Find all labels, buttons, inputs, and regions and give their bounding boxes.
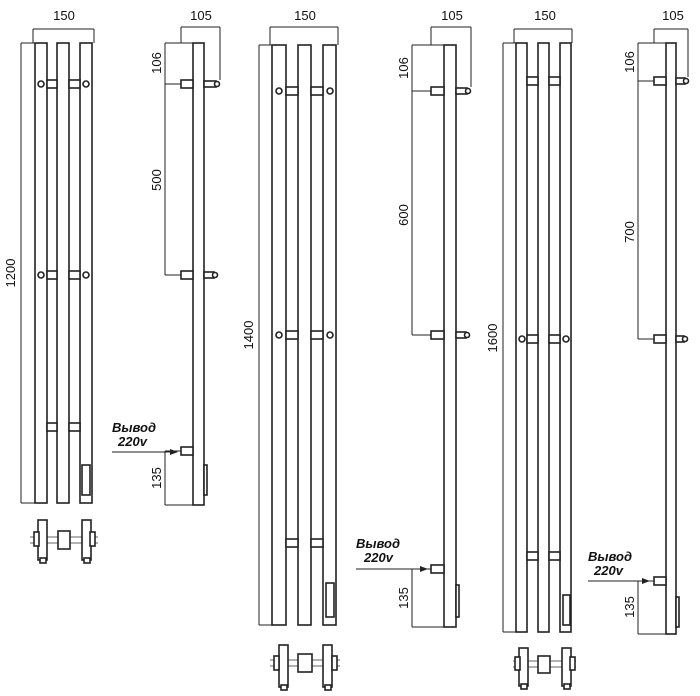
model-1400-side-view: 105 106 600 135 Вывод 220v — [356, 8, 472, 628]
model-1200-height-label: 1200 — [3, 259, 18, 288]
model-1600-bar-middle — [537, 42, 550, 633]
model-1400-outlet-arrow — [420, 566, 428, 572]
model-1200-spacing-label: 500 — [149, 169, 164, 191]
model-1400-spacing-label: 600 — [396, 204, 411, 226]
model-1600-height-label: 1600 — [485, 324, 500, 353]
model-1200-outlet-label-line2: 220v — [117, 434, 148, 449]
model-1400-mount-top-label: 106 — [396, 57, 411, 79]
model-1400-top-view — [270, 644, 340, 691]
model-1200-top-view — [30, 519, 98, 564]
model-1200-outlet-label-line1: Вывод — [112, 420, 156, 435]
model-1200-width-label: 150 — [53, 8, 75, 23]
model-1200-control-unit — [81, 464, 91, 496]
model-1600-width-label: 150 — [534, 8, 556, 23]
model-1400-bar-middle — [297, 44, 312, 626]
model-1600-spacing-label: 700 — [622, 221, 637, 243]
model-1600-side-bar — [665, 42, 677, 635]
model-1400-height-label: 1400 — [241, 321, 256, 350]
model-1400-outlet-label-line2: 220v — [363, 550, 394, 565]
model-1200-outlet-arrow — [170, 449, 178, 455]
model-1400-front-view: 150 1400 — [241, 8, 339, 626]
model-1400-depth-label: 105 — [441, 8, 463, 23]
model-1600-depth-label: 105 — [662, 8, 684, 23]
model-1400-bottom-offset-label: 135 — [396, 587, 411, 609]
model-1600-side-view: 105 106 700 135 Вывод 220v — [588, 8, 690, 635]
model-1600-top-view — [513, 647, 576, 690]
model-1600-bottom-offset-label: 135 — [622, 596, 637, 618]
model-1600-control-unit — [562, 594, 571, 626]
model-1600-outlet-arrow — [642, 578, 650, 584]
model-1400-side-bar — [443, 44, 457, 628]
model-1200-front-view: 150 1200 — [3, 8, 95, 504]
model-1200-bar-middle — [56, 42, 70, 504]
model-1200-mount-top-label: 106 — [149, 52, 164, 74]
model-1600-front-view: 150 1600 — [485, 8, 573, 633]
model-1600-outlet-label-line1: Вывод — [588, 549, 632, 564]
model-1200-bottom-offset-label: 135 — [149, 467, 164, 489]
model-1400-width-label: 150 — [294, 8, 316, 23]
model-1600-mount-top-label: 106 — [622, 51, 637, 73]
model-1200-side-view: 105 106 500 135 Вывод 220v — [112, 8, 221, 506]
model-1600-outlet-label-line2: 220v — [593, 563, 624, 578]
model-1400-control-unit — [325, 582, 335, 618]
model-1200-depth-label: 105 — [190, 8, 212, 23]
model-1400-outlet-label-line1: Вывод — [356, 536, 400, 551]
model-1200-side-bar — [192, 42, 205, 506]
